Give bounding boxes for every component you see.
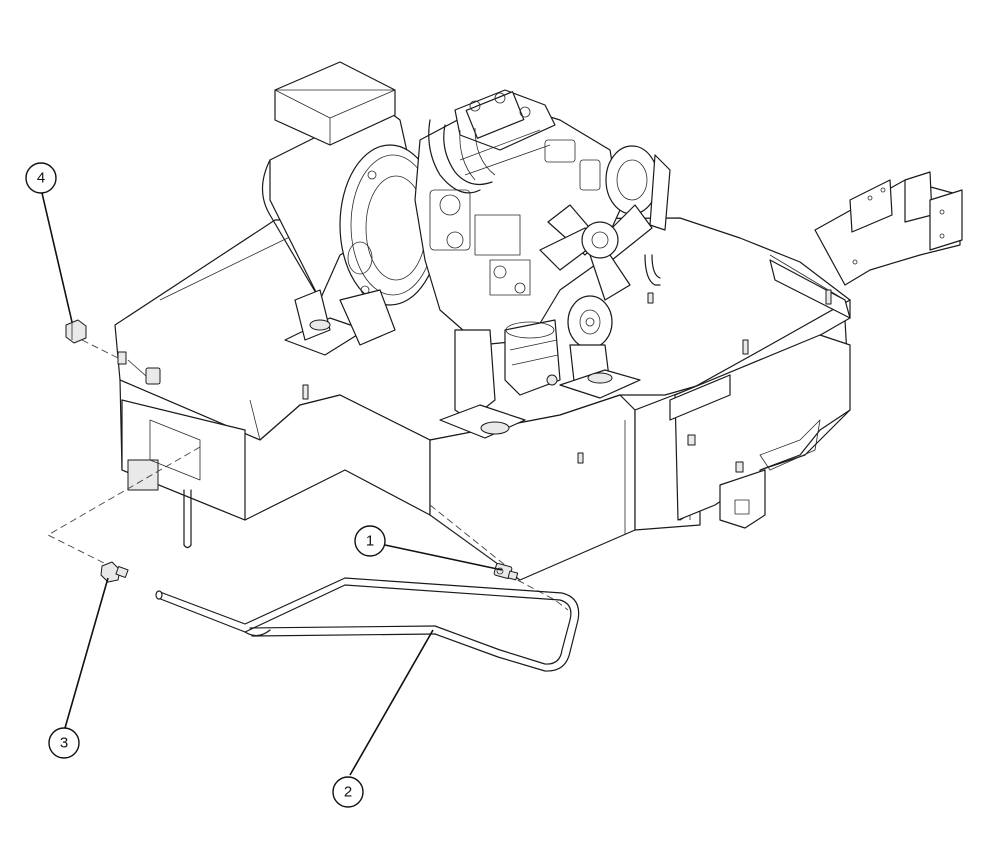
drain-pipe (183, 489, 192, 549)
assembly-dashed-lines (47, 446, 569, 611)
part-1-tee-fitting (493, 563, 519, 581)
callout-4: 4 (25, 162, 57, 194)
part-3-fitting (100, 561, 129, 583)
right-frame-rail (814, 171, 963, 286)
callout-1-label: 1 (366, 533, 374, 550)
callout-2-label: 2 (344, 784, 352, 801)
callout-2: 2 (332, 776, 364, 808)
part-2-drain-hose (155, 577, 580, 672)
callout-3: 3 (48, 727, 80, 759)
callout-3-label: 3 (60, 735, 68, 752)
coolant-hose (644, 254, 661, 286)
callout-4-label: 4 (37, 170, 45, 187)
engine-mounts (284, 289, 641, 439)
callout-1: 1 (354, 525, 386, 557)
cooling-fan (539, 204, 653, 301)
engine-block (414, 89, 671, 396)
leader-lines (41, 192, 503, 776)
mounting-studs (117, 289, 832, 473)
part-4-cap-nut (65, 319, 119, 359)
flywheel-housing (339, 144, 441, 306)
